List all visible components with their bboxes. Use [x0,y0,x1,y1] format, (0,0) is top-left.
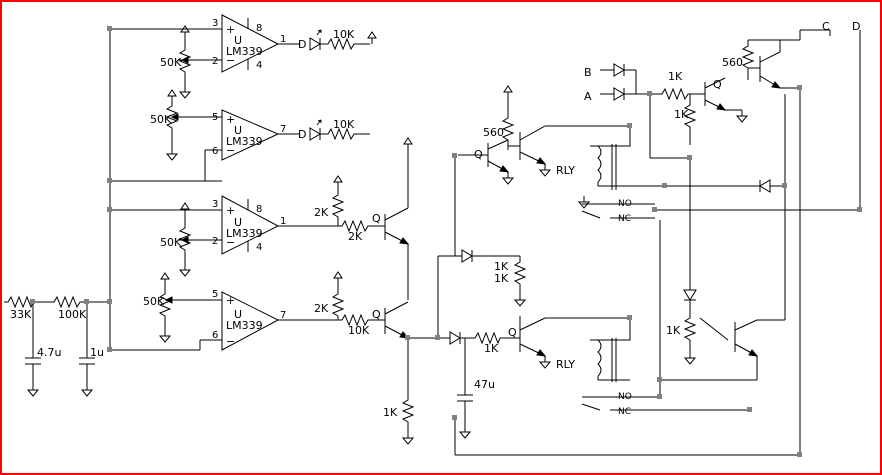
comp1-pin-vcc: 8 [256,23,262,34]
pot-3 [178,202,200,277]
comp1-pin-minus: 2 [212,56,218,67]
comp3-pin-minus: 2 [212,236,218,247]
pot4-label: 50K [143,295,165,308]
emitter-resistor-label: 1K [383,406,398,419]
right-q-label: Q [713,78,722,91]
relay1-r560-label: 560 [483,126,504,139]
comp2-pin-plus: 5 [212,112,218,123]
input-a-label: A [584,90,592,103]
comparator-1-labels: 3 2 8 4 1 + − U LM339 [212,18,286,71]
comp1-u: U [234,34,242,47]
relay1-q-label: Q [474,148,483,161]
relay1-no-label: NO [618,199,632,209]
driver1-q-label: Q [372,212,381,225]
input-c1-label: 4.7u [37,346,61,359]
relay1-nc-label: NC [618,214,631,224]
right-rpull-label: 1K [674,108,689,121]
pot-2 [165,89,200,161]
driver2-rpull-label: 2K [314,302,329,315]
driver1-rseries-label: 2K [348,230,363,243]
comp3-part: LM339 [226,227,263,240]
cap-47u-label: 47u [474,378,495,391]
comp3-pin-vcc: 8 [256,204,262,215]
diode-r1-label: 1K [494,260,509,273]
pot3-label: 50K [160,236,182,249]
comp2-minus: − [226,144,235,157]
comp4-pin-minus: 6 [212,330,218,341]
output-c-label: C [822,20,830,33]
comp3-minus: − [226,236,235,249]
input-b-label: B [584,66,592,79]
comp1-minus: − [226,54,235,67]
comp1-pin-plus: 3 [212,18,218,29]
comp2-u: U [234,124,242,137]
output-d-label: D [852,20,860,33]
comp4-pin-plus: 5 [212,289,218,300]
comparator-3-labels: 3 2 8 4 1 + − U LM339 [212,199,286,253]
led-2 [309,119,370,141]
comp2-plus: + [226,113,235,126]
junctions [30,26,862,457]
driver2-rseries-label: 10K [348,324,370,337]
comparator-2-labels: 5 6 7 + − U LM339 [212,112,286,157]
input-r2-label: 100K [58,308,87,321]
comparator-1 [200,14,300,73]
right-r560-label: 560 [722,56,743,69]
comp3-pin-out: 1 [280,216,286,227]
comp4-pin-out: 7 [280,310,286,321]
comp4-part: LM339 [226,319,263,332]
driver1-rpull-label: 2K [314,206,329,219]
driver-stage-1 [331,137,413,300]
pot1-label: 50K [160,56,182,69]
input-r1-label: 33K [10,308,32,321]
comparator-2 [200,109,300,181]
pot-1 [178,25,200,99]
led1-resistor: 10K [333,28,355,41]
comp1-part: LM339 [226,45,263,58]
comparator-4 [199,291,333,351]
comp2-part: LM339 [226,135,263,148]
relay2-no-label: NO [618,392,632,402]
right-rlower-label: 1K [666,324,681,337]
pot-4 [158,272,200,343]
driver2-q-label: Q [372,308,381,321]
comp4-minus: − [226,335,235,348]
right-rin-label: 1K [668,70,683,83]
lower-r-label: 1K [484,342,499,355]
input-network [4,295,110,397]
relay2-label: RLY [556,358,575,371]
comparator-4-labels: 5 6 7 + − U LM339 [212,289,286,348]
comp1-pin-out: 1 [280,34,286,45]
led-1 [309,29,377,51]
comp3-pin-gnd: 4 [256,242,262,253]
led1-label: D [298,38,306,51]
comparator-3 [200,195,333,255]
comp1-pin-gnd: 4 [256,60,262,71]
led2-label: D [298,128,306,141]
comp2-pin-out: 7 [280,124,286,135]
comp3-pin-plus: 3 [212,199,218,210]
led2-resistor: 10K [333,118,355,131]
relay1-label: RLY [556,164,575,177]
comp3-plus: + [226,204,235,217]
comp4-u: U [234,308,242,321]
comp4-plus: + [226,294,235,307]
input-c2-label: 1u [90,346,104,359]
comp3-u: U [234,216,242,229]
comp2-pin-minus: 6 [212,146,218,157]
diode-r2-label: 1K [494,272,509,285]
pot2-label: 50K [150,113,172,126]
comp1-plus: + [226,23,235,36]
driver-stage-2 [331,271,438,445]
lower-q-label: Q [508,326,517,339]
relay2-nc-label: NC [618,407,631,417]
